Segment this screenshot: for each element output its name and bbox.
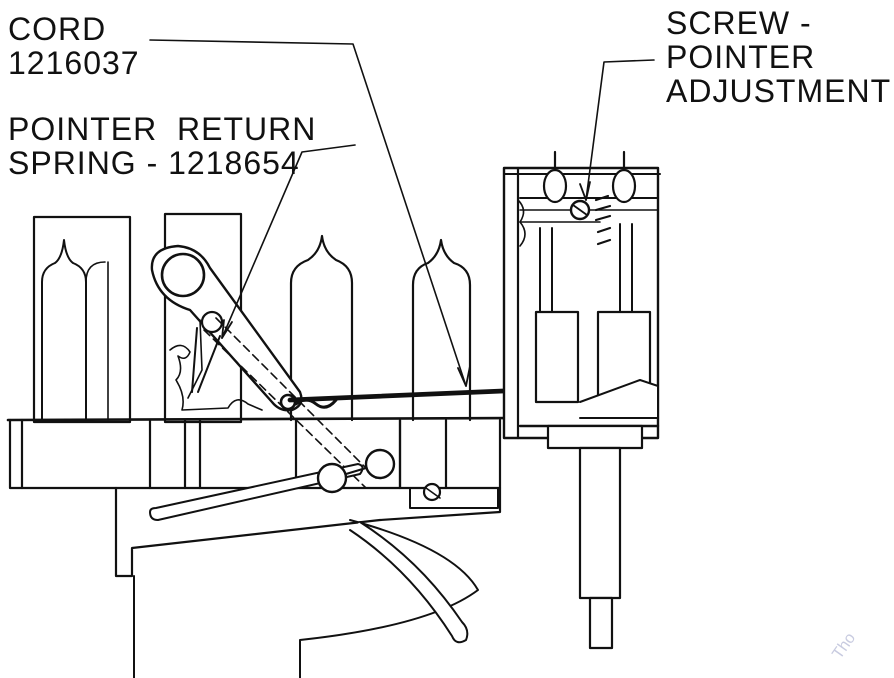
watermark-text: Tho	[829, 630, 859, 662]
chassis-shelf	[6, 416, 522, 509]
callout-screw-line-3: ADJUSTMENT	[666, 73, 892, 109]
vacuum-tube-3	[289, 234, 354, 422]
tuning-assembly	[502, 150, 661, 650]
callout-cord: CORD 1216037	[8, 12, 140, 80]
leader-cord	[149, 39, 467, 387]
callout-spring-line-2: SPRING - 1218654	[8, 145, 300, 181]
callout-cord-line-2: 1216037	[8, 45, 140, 81]
callout-screw-line-2: POINTER	[666, 39, 816, 75]
callout-cord-line-1: CORD	[8, 11, 107, 47]
dial-housing	[133, 519, 479, 678]
spring-dashed-outline	[203, 317, 377, 489]
leader-screw	[585, 59, 655, 201]
callout-spring-line-1: POINTER RETURN	[8, 111, 317, 147]
callout-screw-pointer-adjustment: SCREW - POINTER ADJUSTMENT	[666, 6, 891, 108]
callout-screw-line-1: SCREW -	[666, 5, 812, 41]
leader-spring	[221, 144, 356, 339]
broken-section-left	[169, 344, 263, 411]
vacuum-tube-4	[411, 238, 472, 422]
callout-pointer-return-spring: POINTER RETURN SPRING - 1218654	[8, 112, 316, 180]
vacuum-tube-1	[32, 215, 132, 424]
leader-lines	[149, 39, 655, 387]
under-bracket	[114, 448, 502, 578]
